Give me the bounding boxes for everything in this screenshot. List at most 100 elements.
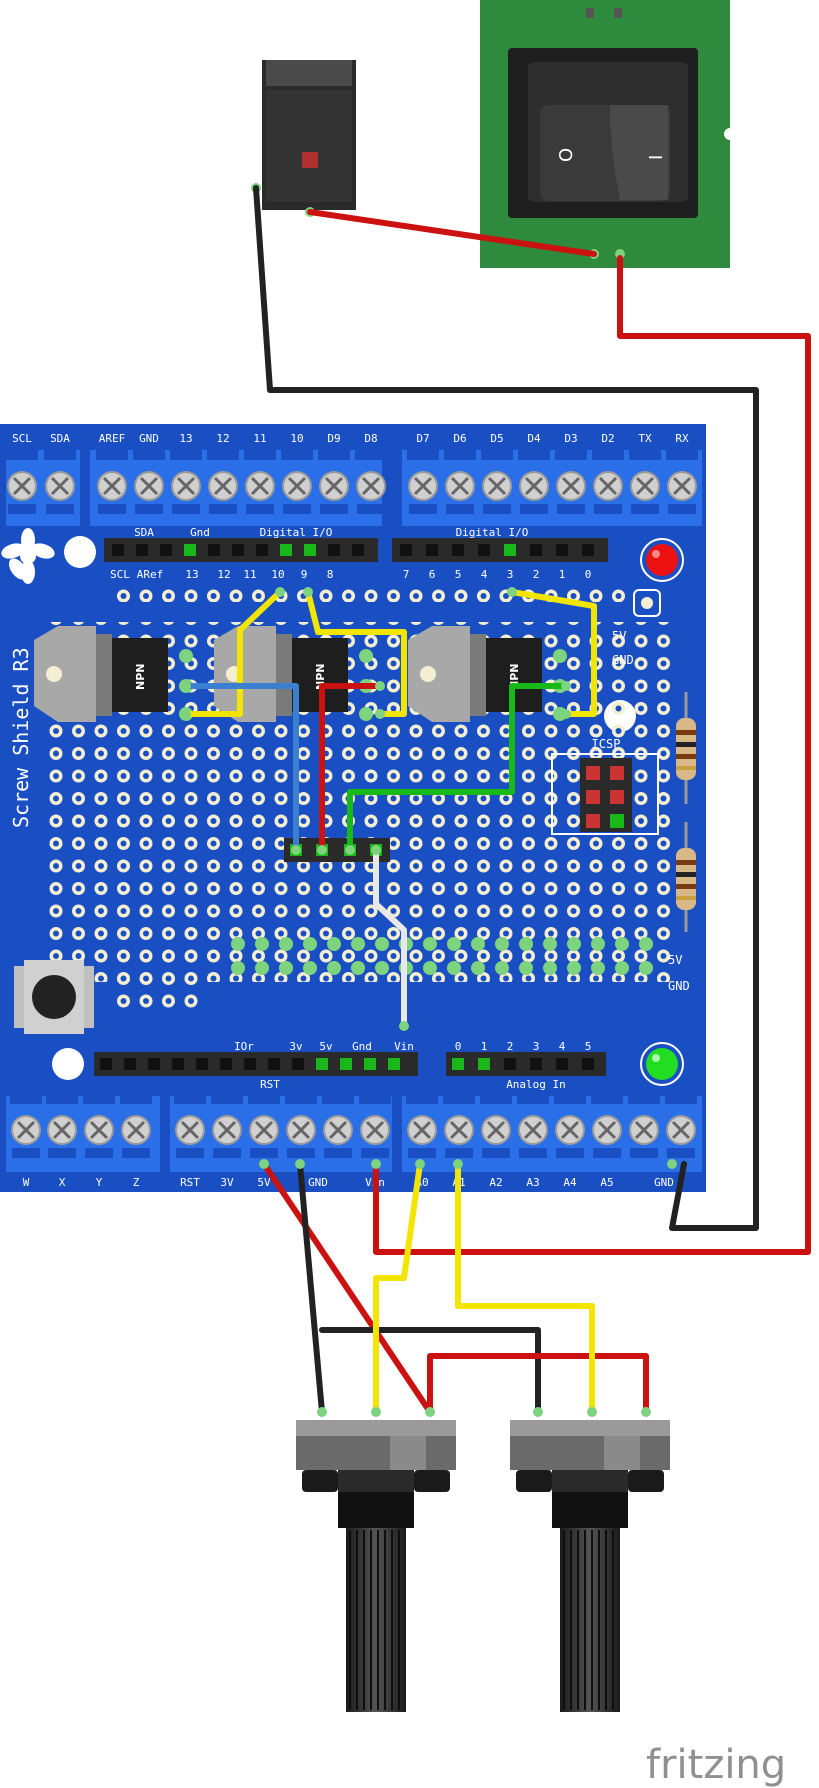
header-pin xyxy=(292,1058,304,1070)
terminal-screw xyxy=(480,1094,512,1158)
terminal-screw xyxy=(174,1094,206,1158)
power-switch: O I xyxy=(480,0,736,268)
power-header-label: Gnd xyxy=(352,1040,372,1053)
pin-label: 3 xyxy=(507,568,514,581)
switch-on-symbol: I xyxy=(646,155,667,160)
transistor-1: NPN xyxy=(34,626,193,722)
terminal-screw xyxy=(248,1094,280,1158)
top-terminal-block xyxy=(6,450,702,526)
pin-label: 12 xyxy=(217,568,230,581)
pin-label: 0 xyxy=(585,568,592,581)
wire-yellow-11 xyxy=(183,589,283,717)
header-pin xyxy=(256,544,268,556)
rail-hole xyxy=(567,961,581,975)
terminal-screw xyxy=(517,1094,549,1158)
terminal-label: 5V xyxy=(257,1176,271,1189)
terminal-screw xyxy=(10,1094,42,1158)
terminal-screw xyxy=(406,1094,438,1158)
rail-label: GND xyxy=(612,653,634,667)
icsp-pin xyxy=(586,814,600,828)
terminal-label: A5 xyxy=(600,1176,613,1189)
terminal-screw xyxy=(555,450,587,514)
wire-yellow-a1 xyxy=(455,1161,595,1415)
wire-white xyxy=(373,847,407,1029)
analog-pin-label: 1 xyxy=(481,1040,488,1053)
header-pin xyxy=(196,1058,208,1070)
icsp-header xyxy=(551,753,659,835)
rail-hole xyxy=(423,961,437,975)
resistor-1 xyxy=(676,692,696,804)
wire-blue xyxy=(183,683,299,853)
wire-red-switch-vin xyxy=(373,255,811,1255)
rail-hole xyxy=(543,961,557,975)
rail-hole xyxy=(639,961,653,975)
rail-hole xyxy=(351,961,365,975)
rail-hole xyxy=(615,937,629,951)
wire-yellow-3 xyxy=(509,589,597,717)
pin-label: 4 xyxy=(481,568,488,581)
terminal-label: D2 xyxy=(601,432,614,445)
rail-hole xyxy=(279,937,293,951)
pin-label: 1 xyxy=(559,568,566,581)
terminal-screw xyxy=(407,450,439,514)
terminal-screw xyxy=(443,1094,475,1158)
terminal-label: 13 xyxy=(179,432,192,445)
terminal-label: D3 xyxy=(564,432,577,445)
header-pin xyxy=(352,544,364,556)
rail-hole xyxy=(231,961,245,975)
pin-label: 7 xyxy=(403,568,410,581)
terminal-screw xyxy=(120,1094,152,1158)
analog-pin-label: 0 xyxy=(455,1040,462,1053)
header-pin xyxy=(220,1058,232,1070)
terminal-screw xyxy=(628,1094,660,1158)
header-pin xyxy=(426,544,438,556)
analog-header xyxy=(446,1052,606,1076)
header-pin xyxy=(582,544,594,556)
analog-label: Analog In xyxy=(506,1078,566,1091)
header-pin xyxy=(172,1058,184,1070)
bottom-terminal-block xyxy=(6,1094,702,1172)
terminal-label: A3 xyxy=(526,1176,539,1189)
header-pin xyxy=(124,1058,136,1070)
icsp-pin xyxy=(586,790,600,804)
analog-pin-label: 4 xyxy=(559,1040,566,1053)
header-pin xyxy=(452,544,464,556)
led-pad xyxy=(633,589,661,617)
rail-hole xyxy=(471,961,485,975)
header-pin xyxy=(304,544,316,556)
rail-hole xyxy=(567,937,581,951)
rail-hole xyxy=(423,937,437,951)
header-pin xyxy=(478,544,490,556)
terminal-screw xyxy=(592,450,624,514)
terminal-label: GND xyxy=(654,1176,674,1189)
terminal-screw xyxy=(83,1094,115,1158)
wire-black-gnd-pot1 xyxy=(297,1161,325,1415)
rail-hole xyxy=(591,937,605,951)
pin-label: 10 xyxy=(271,568,284,581)
terminal-label: A2 xyxy=(489,1176,502,1189)
header-pin xyxy=(328,544,340,556)
terminal-label: D7 xyxy=(416,432,429,445)
terminal-screw xyxy=(44,450,76,514)
wire-red-5v-pot1 xyxy=(261,1161,433,1415)
dc-barrel-jack xyxy=(251,60,356,217)
header-label: SDA xyxy=(134,526,154,539)
header-pin xyxy=(530,1058,542,1070)
rail-hole xyxy=(495,961,509,975)
header-pin xyxy=(400,544,412,556)
pin-label: 8 xyxy=(327,568,334,581)
pin-label: 13 xyxy=(185,568,198,581)
terminal-label: X xyxy=(59,1176,66,1189)
wire-yellow-10 xyxy=(305,589,407,717)
header-pin xyxy=(268,1058,280,1070)
terminal-label: TX xyxy=(638,432,652,445)
header-pin xyxy=(452,1058,464,1070)
header-pin xyxy=(530,544,542,556)
header-pin xyxy=(556,1058,568,1070)
terminal-screw xyxy=(518,450,550,514)
terminal-label: W xyxy=(23,1176,30,1189)
resistor-2 xyxy=(676,822,696,932)
terminal-screw xyxy=(444,450,476,514)
header-pin xyxy=(478,1058,490,1070)
